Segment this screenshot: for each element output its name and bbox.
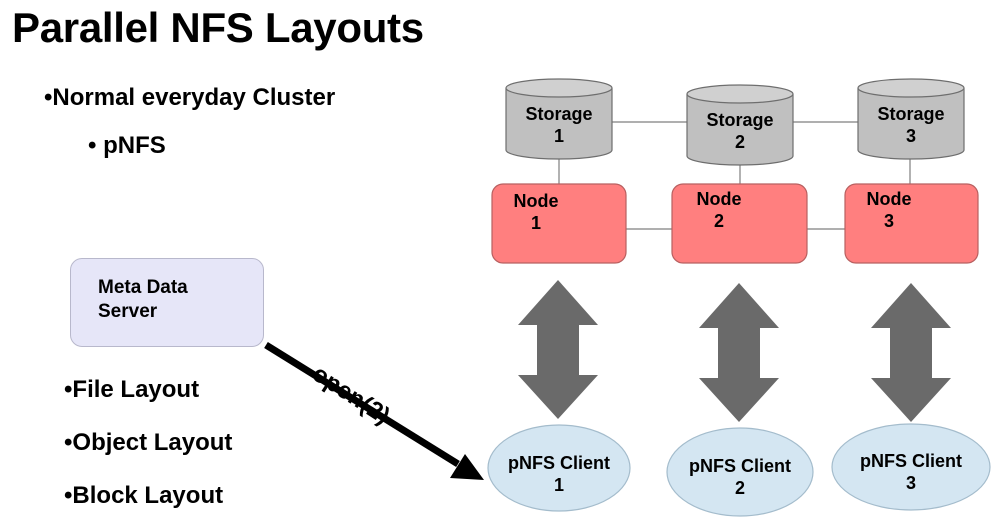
storage-1-cylinder (505, 78, 613, 160)
metadata-server-label: Meta Data Server (98, 277, 188, 322)
layout-block: •Block Layout (64, 482, 224, 509)
bullet-cluster: •Normal everyday Cluster (44, 84, 336, 111)
double-arrow-2 (699, 283, 779, 422)
client-2-ellipse (666, 427, 814, 517)
open-call-arrow (264, 342, 484, 480)
client-3-ellipse (831, 423, 991, 511)
double-arrow-1 (518, 280, 598, 419)
storage-2-cylinder (686, 84, 794, 166)
bullet-pnfs: • pNFS (88, 132, 166, 159)
node-1-box (491, 183, 627, 264)
node-2-box (671, 183, 808, 264)
connector-lines (558, 121, 911, 230)
client-1-ellipse (487, 424, 631, 512)
node-3-box (844, 183, 979, 264)
storage-3-cylinder (857, 78, 965, 160)
layout-object: •Object Layout (64, 429, 233, 456)
layout-file: •File Layout (64, 376, 200, 403)
metadata-server-box: Meta Data Server (70, 258, 264, 347)
slide-title: Parallel NFS Layouts (12, 4, 424, 51)
double-arrow-3 (871, 283, 951, 422)
